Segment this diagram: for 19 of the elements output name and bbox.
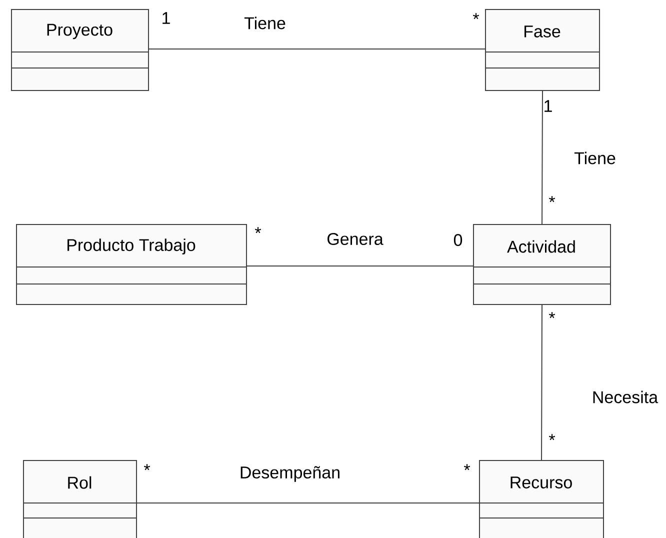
class-box: Recurso (478, 460, 604, 538)
association-line (541, 304, 542, 460)
edge-label: Tiene (243, 16, 287, 30)
class-box: Proyecto (10, 9, 149, 91)
class-box: Actividad (472, 224, 611, 305)
edge-label: Tiene (573, 150, 617, 166)
association-line (148, 48, 486, 50)
edge-label: Genera (326, 232, 384, 246)
edge-label: Necesita (590, 390, 660, 404)
association-line (542, 90, 543, 224)
class-box: Fase (484, 9, 600, 91)
multiplicity-label: * (548, 434, 556, 440)
class-box: Producto Trabajo (16, 224, 247, 305)
edge-label: Desempeñan (238, 465, 342, 483)
class-box: Rol (22, 460, 137, 538)
multiplicity-label: 1 (544, 100, 552, 112)
association-line (136, 502, 480, 504)
multiplicity-label: * (548, 312, 556, 318)
multiplicity-label: * (548, 196, 556, 202)
